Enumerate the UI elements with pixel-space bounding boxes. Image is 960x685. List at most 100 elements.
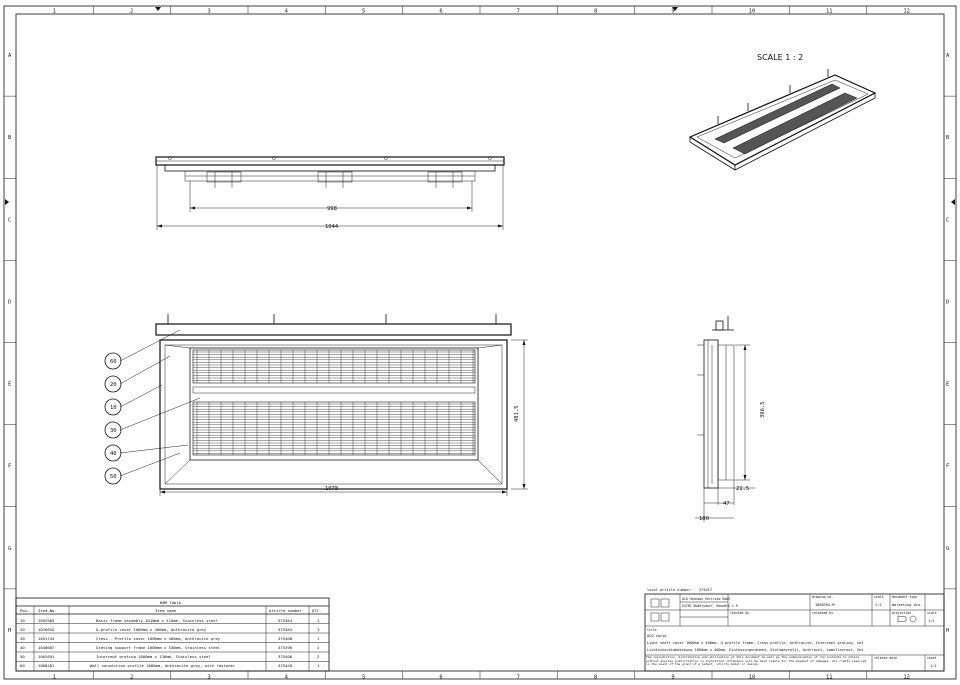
balloon-10: 10: [110, 405, 117, 411]
projection-label: projection: [892, 611, 911, 615]
bom-header-pos: Pos.: [20, 608, 29, 613]
grid-col-label: 12: [903, 675, 910, 681]
grid-col-label: 3: [207, 9, 210, 15]
copyright-text: The reproduction, distribution and utili…: [646, 656, 867, 667]
bom-cell: 10: [20, 618, 25, 623]
title-label: title: [647, 628, 657, 632]
scale-right-label: scale: [927, 611, 937, 615]
bom-cell: 1076652: [38, 627, 55, 632]
scale-label: SCALE 1 : 2: [757, 53, 803, 62]
grid-col-label: 1: [53, 675, 56, 681]
grid-col-label: 2: [130, 675, 133, 681]
balloon-30: 30: [110, 428, 117, 434]
bom-cell: U-profile cover 1000mm x 400mm, Anthraci…: [96, 627, 207, 632]
bom-cell: 50: [20, 654, 25, 659]
center-mark-left: [5, 199, 9, 205]
bom-header-item-no: Item-No.: [38, 608, 57, 613]
bom-header-item-name: Item name: [155, 608, 177, 613]
bom-header-qty: QTY.: [312, 608, 321, 613]
title-short: ACO Vario: [647, 634, 666, 638]
bom-cell: 1: [317, 636, 320, 641]
grid-row-label: H: [8, 628, 11, 634]
bom-cell: 1002691: [38, 654, 55, 659]
grid-col-label: 4: [285, 675, 289, 681]
scale-right: 1:2: [928, 619, 935, 623]
grid-col-label: 10: [749, 675, 756, 681]
grid-col-label: 6: [439, 9, 442, 15]
bom-cell: 375384: [278, 627, 293, 632]
grid-col-label: 9: [671, 675, 674, 681]
grid-col-label: 2: [130, 9, 133, 15]
outer-border: [3, 5, 957, 680]
isometric-view: [688, 69, 877, 171]
top-dim-inner: 998: [327, 206, 337, 212]
drawing-no: 1068394-M: [815, 603, 835, 607]
grid-row-label: B: [8, 135, 12, 141]
grid-row-label: E: [8, 382, 11, 388]
front-dim-width: 1078: [325, 486, 338, 492]
bom-cell: 1: [317, 618, 320, 623]
grid-row-label: E: [946, 382, 949, 388]
grid-col-label: 11: [826, 9, 833, 15]
doc-type: marketing drw.: [892, 603, 922, 607]
grid-row-label: C: [8, 217, 11, 223]
grid-col-label: 5: [362, 9, 365, 15]
side-view: [695, 316, 755, 522]
front-dim-height: 481.5: [514, 405, 520, 422]
release-date-label: release date: [874, 656, 897, 660]
doc-type-label: document type: [892, 595, 917, 599]
grid-col-label: 6: [439, 675, 442, 681]
grid-row-label: A: [946, 53, 950, 59]
bom-cell: 30: [20, 636, 25, 641]
side-dim-a: 21.5: [736, 486, 749, 492]
balloon-50: 50: [110, 474, 117, 480]
local-article-label: local article number:: [647, 588, 692, 592]
grid-row-label: F: [946, 464, 949, 470]
center-mark-top-left: [155, 7, 161, 11]
balloon-40: 40: [110, 451, 117, 457]
bom-cell: 375396: [278, 645, 293, 650]
bom-header-article: Article number: [269, 608, 302, 613]
balloon-60: 60: [110, 359, 117, 365]
grid-col-label: 7: [517, 9, 520, 15]
grid-col-label: 10: [749, 9, 756, 15]
bom-cell: 375408: [278, 636, 293, 641]
grid-col-label: 8: [594, 675, 597, 681]
side-dim-c: 100: [699, 516, 709, 522]
scale-field: 1:2: [875, 603, 882, 607]
title-de: Lichtschachtabdeckung 1000mm x 400mm, Ei…: [647, 648, 863, 652]
grid-row-label: D: [946, 299, 949, 305]
bom-cell: 375406: [278, 654, 293, 659]
bom-cell: 375364: [278, 618, 293, 623]
bom-title: BOM Table: [160, 600, 182, 605]
bom-cell: 2: [317, 645, 320, 650]
grid-col-label: 12: [903, 9, 910, 15]
bom-cell: 1: [317, 663, 320, 668]
grid-col-label: 1: [53, 9, 56, 15]
company-name: ACO Hochbau Vertrieb GmbH: [682, 597, 730, 601]
grid-row-label: H: [946, 628, 949, 634]
copyright-box: The reproduction, distribution and utili…: [646, 656, 867, 667]
bom-cell: 1051744: [38, 636, 55, 641]
center-mark-right: [951, 199, 955, 205]
bom-cell: 1068281: [38, 663, 55, 668]
grid-col-label: 8: [594, 9, 597, 15]
local-article-value: 375417: [699, 588, 712, 592]
bom-cell: 1052963: [38, 618, 55, 623]
bom-cell: 1048687: [38, 645, 55, 650]
bom-cell: 20: [20, 627, 25, 632]
grid-col-label: 5: [362, 675, 365, 681]
grid-col-label: 11: [826, 675, 833, 681]
grid-col-label: 9: [671, 9, 674, 15]
grid-col-label: 3: [207, 675, 210, 681]
bom-cell: 40: [20, 645, 25, 650]
bom-cell: 60: [20, 663, 25, 668]
grid-col-label: 7: [517, 675, 520, 681]
bom-cell: 375428: [278, 663, 293, 668]
bom-cell: Cross - Profile cover 1000mm x 400mm, An…: [96, 636, 221, 641]
released-by-label: released by: [812, 611, 833, 615]
bom-cell: Grating support frame 1000mm x 530mm, St…: [96, 645, 220, 650]
scale-field-label: scale: [874, 595, 884, 599]
